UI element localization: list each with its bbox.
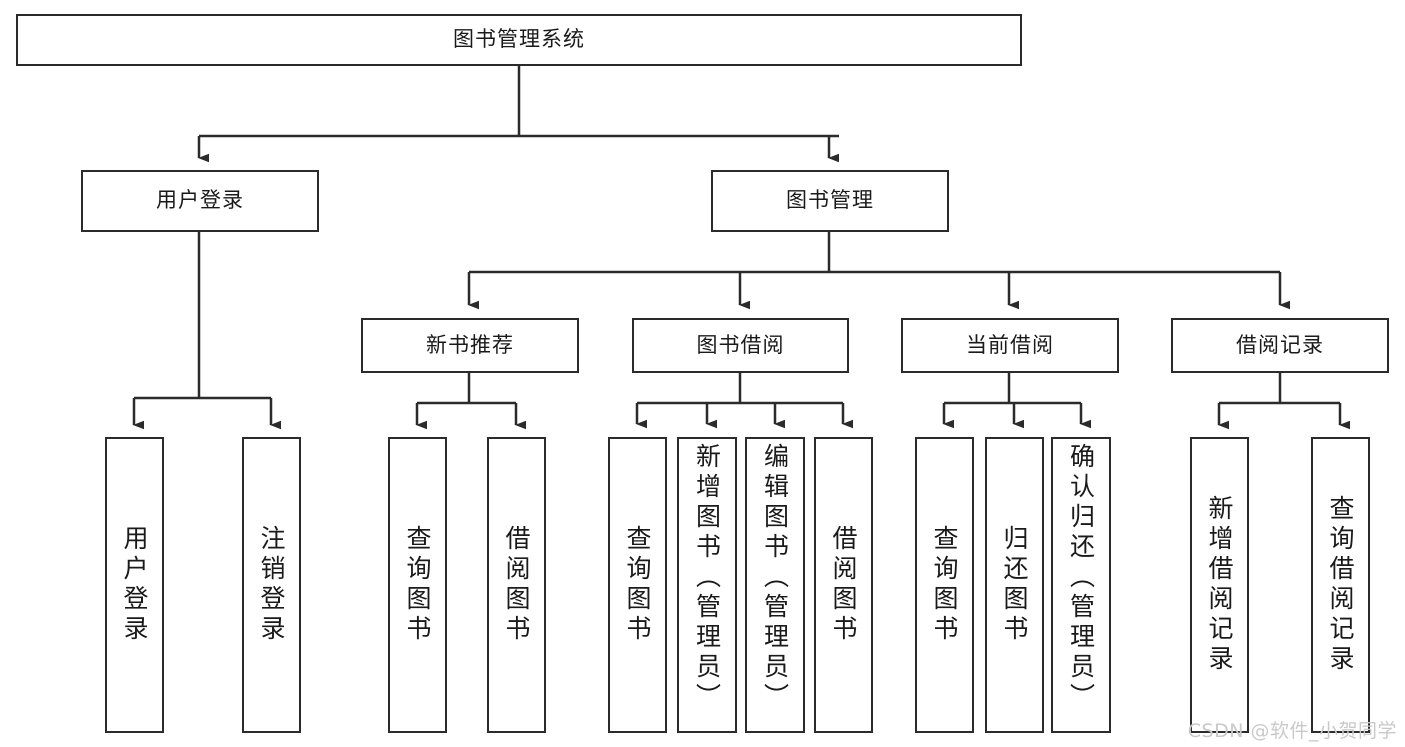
leaf-query-borrow-record-label: 查询借阅记录 bbox=[1326, 495, 1355, 675]
leaf-edit-book-admin-wrap: 编辑图书（管理员） bbox=[747, 439, 803, 731]
leaf-return-book-wrap: 归还图书 bbox=[987, 439, 1042, 731]
leaf-query-book-borrow-label: 查询图书 bbox=[623, 525, 652, 645]
node-new-book-recommend[interactable]: 新书推荐 bbox=[361, 318, 579, 373]
leaf-query-borrow-record[interactable]: 查询借阅记录 bbox=[1311, 437, 1370, 733]
node-book-borrow-label: 图书借阅 bbox=[696, 332, 785, 357]
leaf-return-book[interactable]: 归还图书 bbox=[985, 437, 1044, 733]
leaf-edit-book-admin[interactable]: 编辑图书（管理员） bbox=[745, 437, 805, 733]
node-root[interactable]: 图书管理系统 bbox=[16, 14, 1022, 66]
leaf-logout-label: 注销登录 bbox=[257, 525, 286, 645]
leaf-borrow-book-borrow-wrap: 借阅图书 bbox=[816, 439, 871, 731]
node-new-book-recommend-label: 新书推荐 bbox=[426, 332, 514, 357]
leaf-add-borrow-record-label: 新增借阅记录 bbox=[1205, 495, 1234, 675]
leaf-query-book-newbook-label: 查询图书 bbox=[403, 525, 432, 645]
node-current-borrow[interactable]: 当前借阅 bbox=[901, 318, 1119, 373]
node-borrow-records[interactable]: 借阅记录 bbox=[1171, 318, 1389, 373]
leaf-query-book-borrow-wrap: 查询图书 bbox=[610, 439, 665, 731]
leaf-confirm-return-admin[interactable]: 确认归还（管理员） bbox=[1051, 437, 1111, 733]
leaf-query-book-current-wrap: 查询图书 bbox=[917, 439, 972, 731]
leaf-user-login-wrap: 用户登录 bbox=[107, 439, 162, 731]
node-user-login[interactable]: 用户登录 bbox=[81, 170, 319, 232]
leaf-logout-wrap: 注销登录 bbox=[244, 439, 299, 731]
leaf-query-book-borrow[interactable]: 查询图书 bbox=[608, 437, 667, 733]
leaf-add-borrow-record-wrap: 新增借阅记录 bbox=[1192, 439, 1247, 731]
leaf-borrow-book-borrow[interactable]: 借阅图书 bbox=[814, 437, 873, 733]
leaf-query-book-newbook[interactable]: 查询图书 bbox=[388, 437, 447, 733]
leaf-borrow-book-borrow-label: 借阅图书 bbox=[829, 525, 858, 645]
leaf-add-book-admin[interactable]: 新增图书（管理员） bbox=[677, 437, 737, 733]
leaf-add-book-admin-wrap: 新增图书（管理员） bbox=[679, 439, 735, 731]
leaf-confirm-return-admin-label: 确认归还（管理员） bbox=[1066, 443, 1096, 713]
node-borrow-records-label: 借阅记录 bbox=[1236, 332, 1324, 357]
leaf-logout[interactable]: 注销登录 bbox=[242, 437, 301, 733]
leaf-query-borrow-record-wrap: 查询借阅记录 bbox=[1313, 439, 1368, 731]
leaf-add-borrow-record[interactable]: 新增借阅记录 bbox=[1190, 437, 1249, 733]
leaf-user-login-label: 用户登录 bbox=[120, 525, 149, 645]
leaf-confirm-return-admin-wrap: 确认归还（管理员） bbox=[1053, 439, 1109, 731]
node-book-management-label: 图书管理 bbox=[786, 188, 874, 213]
leaf-user-login[interactable]: 用户登录 bbox=[105, 437, 164, 733]
node-root-label: 图书管理系统 bbox=[453, 27, 585, 52]
leaf-query-book-newbook-wrap: 查询图书 bbox=[390, 439, 445, 731]
leaf-edit-book-admin-label: 编辑图书（管理员） bbox=[760, 443, 790, 713]
leaf-borrow-book-newbook-label: 借阅图书 bbox=[502, 525, 531, 645]
node-user-login-label: 用户登录 bbox=[156, 188, 244, 213]
leaf-query-book-current-label: 查询图书 bbox=[930, 525, 959, 645]
node-book-borrow[interactable]: 图书借阅 bbox=[632, 318, 849, 373]
leaf-borrow-book-newbook[interactable]: 借阅图书 bbox=[487, 437, 546, 733]
node-book-management[interactable]: 图书管理 bbox=[711, 170, 949, 232]
node-current-borrow-label: 当前借阅 bbox=[966, 332, 1054, 357]
leaf-query-book-current[interactable]: 查询图书 bbox=[915, 437, 974, 733]
leaf-borrow-book-newbook-wrap: 借阅图书 bbox=[489, 439, 544, 731]
leaf-return-book-label: 归还图书 bbox=[1000, 525, 1029, 645]
leaf-add-book-admin-label: 新增图书（管理员） bbox=[692, 443, 722, 713]
